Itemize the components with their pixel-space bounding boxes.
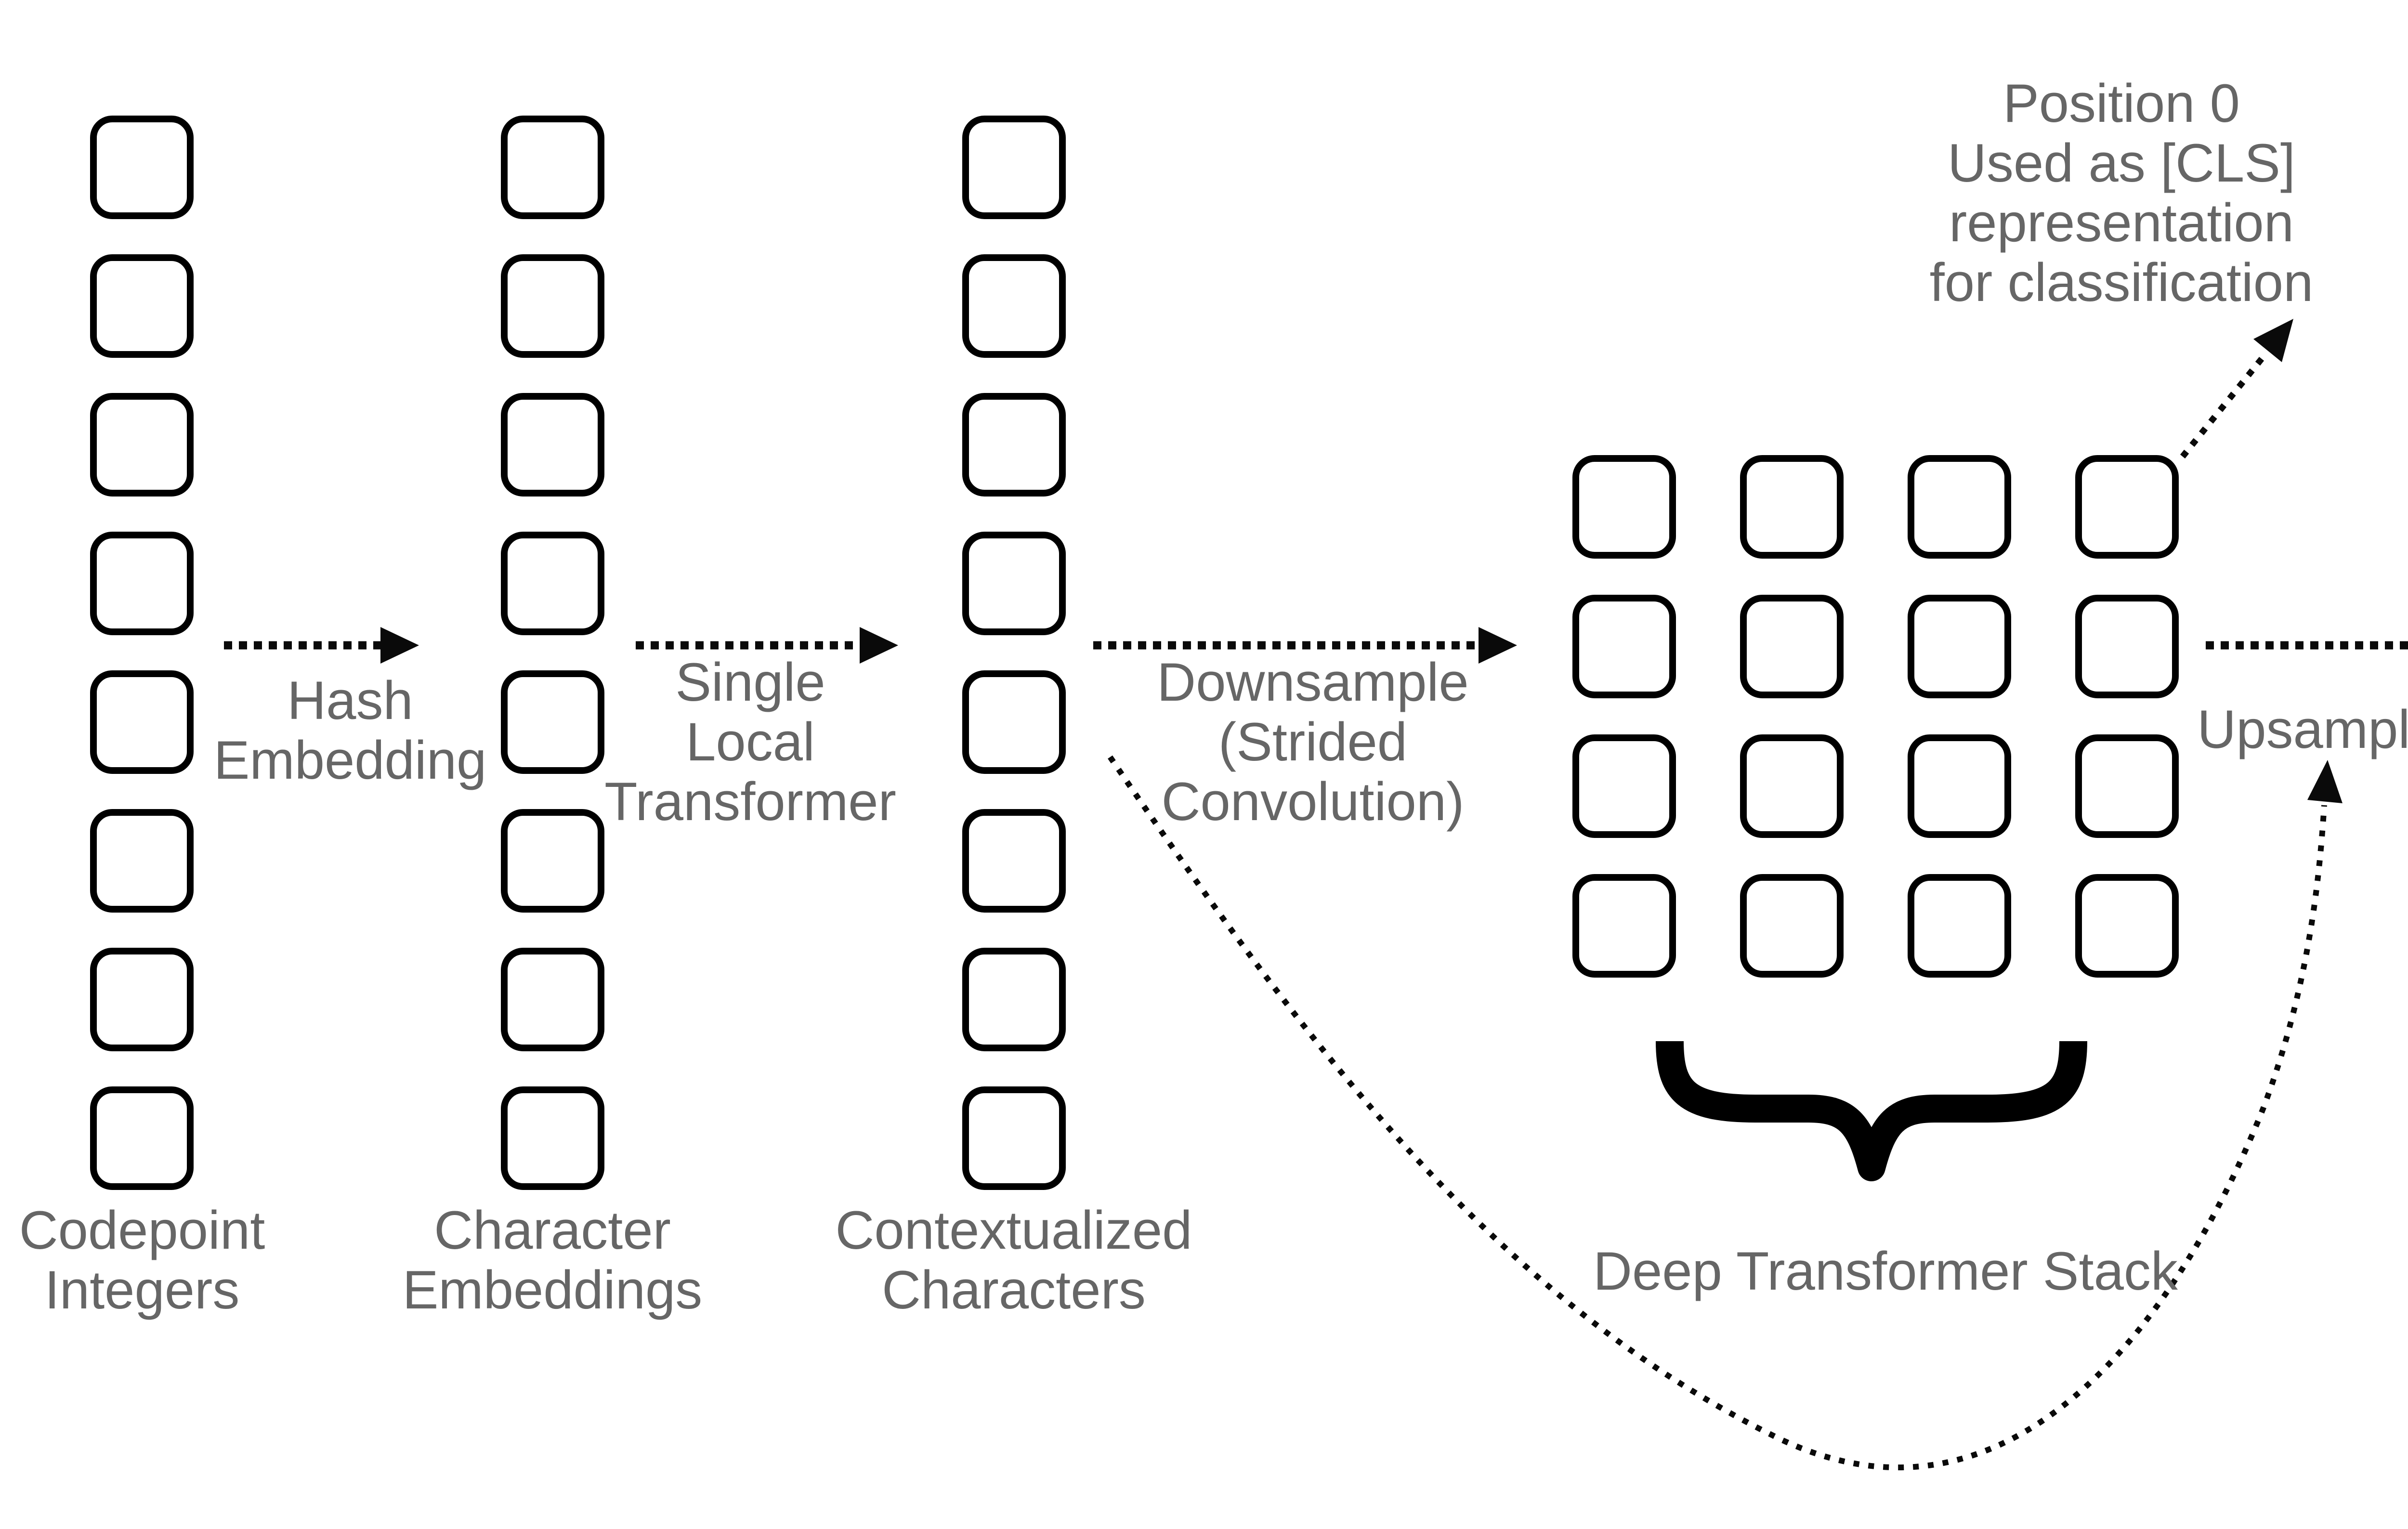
cls-note-line: Position 0 bbox=[2003, 73, 2240, 133]
single-local-transformer-label-line: Transformer bbox=[604, 771, 896, 832]
token-box bbox=[501, 393, 604, 497]
token-box bbox=[501, 1086, 604, 1190]
token-box bbox=[1908, 874, 2011, 978]
upsampling-label: Upsampling bbox=[2197, 700, 2408, 759]
token-box bbox=[90, 670, 194, 774]
token-box bbox=[1908, 595, 2011, 698]
codepoint-integers-column bbox=[90, 116, 194, 1190]
token-box bbox=[2075, 595, 2179, 698]
codepoint-integers-label: Codepoint Integers bbox=[19, 1201, 265, 1320]
deep-transformer-stack-label: Deep Transformer Stack bbox=[1593, 1241, 2178, 1301]
token-box bbox=[501, 809, 604, 913]
token-box bbox=[1572, 595, 1676, 698]
token-box bbox=[501, 254, 604, 358]
curly-brace-icon bbox=[1656, 1041, 2087, 1181]
token-box bbox=[1908, 455, 2011, 559]
token-box bbox=[90, 116, 194, 219]
single-local-transformer-label-line: Local bbox=[686, 712, 815, 772]
token-box bbox=[2075, 455, 2179, 559]
token-box bbox=[2075, 874, 2179, 978]
token-box bbox=[90, 254, 194, 358]
cls-note: Position 0 Used as [CLS] representation … bbox=[1930, 74, 2314, 313]
token-box bbox=[1740, 595, 1844, 698]
character-embeddings-label-line: Embeddings bbox=[402, 1260, 703, 1320]
token-box bbox=[962, 809, 1066, 913]
downsample-label: Downsample (Strided Convolution) bbox=[1157, 653, 1468, 832]
hash-embedding-arrow-icon bbox=[224, 627, 419, 664]
contextualized-characters-label: Contextualized Characters bbox=[836, 1201, 1192, 1320]
character-embeddings-label: Character Embeddings bbox=[403, 1201, 703, 1320]
token-box bbox=[962, 1086, 1066, 1190]
hash-embedding-label-line: Hash bbox=[287, 670, 413, 731]
character-embeddings-column bbox=[501, 116, 604, 1190]
token-box bbox=[962, 116, 1066, 219]
cls-note-line: representation bbox=[1949, 193, 2294, 253]
token-box bbox=[1572, 874, 1676, 978]
upsampling-label-line: Upsampling bbox=[2197, 699, 2408, 759]
hash-embedding-label: Hash Embedding bbox=[214, 671, 487, 790]
token-box bbox=[90, 809, 194, 913]
token-box bbox=[1740, 874, 1844, 978]
character-embeddings-label-line: Character bbox=[434, 1200, 671, 1260]
token-box bbox=[962, 670, 1066, 774]
token-box bbox=[501, 948, 604, 1051]
contextualized-characters-column bbox=[962, 116, 1066, 1190]
token-box bbox=[501, 532, 604, 635]
token-box bbox=[1908, 734, 2011, 838]
token-box bbox=[501, 116, 604, 219]
token-box bbox=[962, 254, 1066, 358]
downsample-label-line: Convolution) bbox=[1161, 771, 1465, 832]
token-box bbox=[1740, 734, 1844, 838]
deep-transformer-stack-label-line: Deep Transformer Stack bbox=[1593, 1241, 2178, 1301]
single-local-transformer-label-line: Single bbox=[675, 652, 825, 712]
hash-embedding-label-line: Embedding bbox=[213, 730, 487, 790]
token-box bbox=[90, 532, 194, 635]
cls-note-line: for classification bbox=[1929, 252, 2314, 313]
token-box bbox=[962, 393, 1066, 497]
cls-note-arrow-icon bbox=[2180, 319, 2293, 459]
token-box bbox=[90, 393, 194, 497]
token-box bbox=[90, 1086, 194, 1190]
token-box bbox=[501, 670, 604, 774]
token-box bbox=[2075, 734, 2179, 838]
token-box bbox=[1572, 734, 1676, 838]
downsample-label-line: (Strided bbox=[1218, 712, 1408, 772]
upsampling-arrow-icon bbox=[2206, 641, 2408, 650]
token-box bbox=[962, 532, 1066, 635]
downsample-label-line: Downsample bbox=[1157, 652, 1469, 712]
contextualized-characters-label-line: Contextualized bbox=[835, 1200, 1192, 1260]
deep-transformer-grid bbox=[1572, 455, 2179, 978]
contextualized-characters-label-line: Characters bbox=[882, 1260, 1146, 1320]
token-box bbox=[962, 948, 1066, 1051]
token-box bbox=[1572, 455, 1676, 559]
codepoint-integers-label-line: Codepoint bbox=[19, 1200, 265, 1260]
cls-note-line: Used as [CLS] bbox=[1947, 133, 2296, 193]
codepoint-integers-label-line: Integers bbox=[44, 1260, 240, 1320]
single-local-transformer-label: Single Local Transformer bbox=[604, 653, 896, 832]
token-box bbox=[90, 948, 194, 1051]
token-box bbox=[1740, 455, 1844, 559]
